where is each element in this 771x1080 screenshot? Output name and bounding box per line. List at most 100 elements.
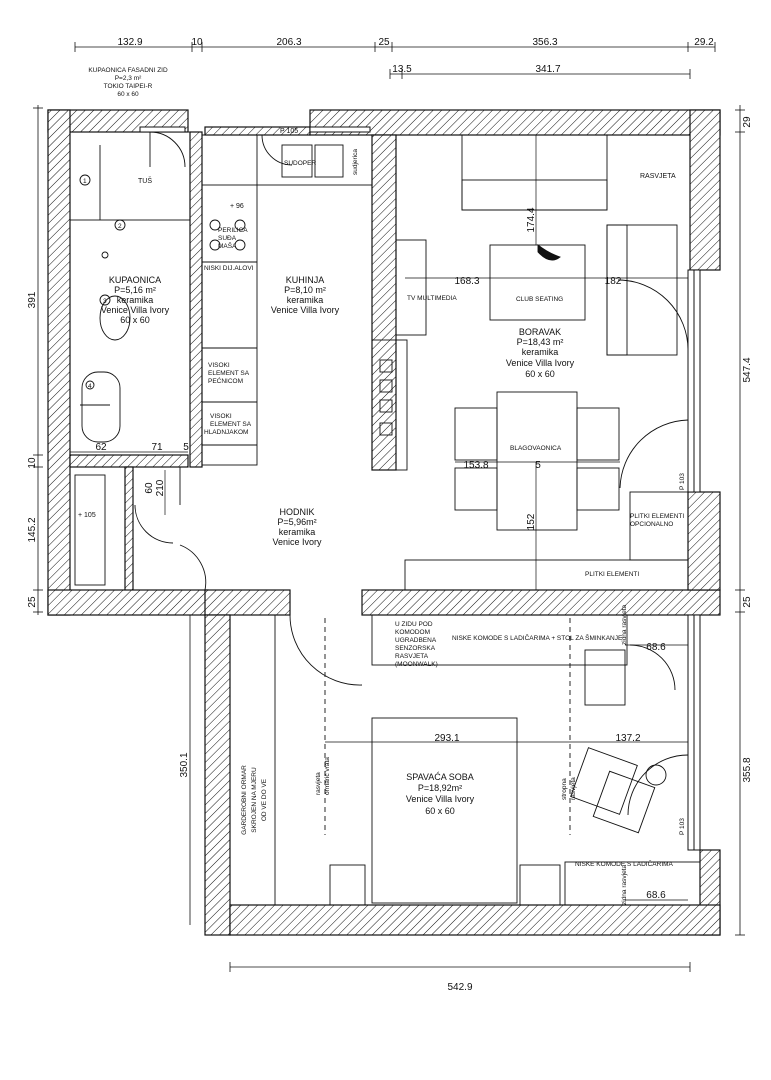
label-niske-komode-bot: NISKE KOMODE S LADIČARIMA [575,859,674,868]
bottom-dim: 542.9 [447,982,472,993]
second-dim-1: 13.5 [392,64,412,75]
second-dim-2: 341.7 [535,64,560,75]
dim-5: 5 [535,460,541,471]
label-sudoper: SUDOPER [284,160,316,167]
label-p103a: P 103 [679,473,686,490]
room-name: KUPAONICA [109,275,161,285]
room-area: P=8,10 m² [284,285,326,295]
right-dim-4: 355.8 [742,757,753,782]
label-tv: TV MULTIMEDIA [407,295,457,302]
room-kupaonica: KUPAONICA P=5,16 m² keramika Venice Vill… [101,275,170,325]
label-plitki: PLITKI ELEMENTI [585,571,639,578]
label-stropna-1: stropna [561,778,568,800]
room-tile: Venice Villa Ivory [101,305,170,315]
right-dim-1: 29 [742,116,753,128]
room-boravak: BORAVAK P=18,43 m² keramika Venice Villa… [506,327,575,379]
dim-168: 168.3 [454,276,479,287]
room-name: HODNIK [279,507,314,517]
dim-182: 182 [605,276,622,287]
label-tus: TUŠ [138,176,152,185]
label-zidna-rasvjeta: zidna rasvjeta [621,605,628,645]
top-dim-5: 356.3 [532,37,557,48]
room-area: P=5,16 m² [114,285,156,295]
label-zidu-1: U ZIDU POD [395,621,433,628]
room-name: BORAVAK [519,327,561,337]
label-perilica-1: PERILICA [218,227,248,234]
right-dim-2: 547.4 [742,357,753,382]
dim-293: 293.1 [434,733,459,744]
header-note-3: TOKIO TAIPEI-R [104,83,153,90]
inner-dim-lines [70,135,688,901]
dim-152: 152 [526,513,537,530]
top-dim-3: 206.3 [276,37,301,48]
room-name: KUHINJA [286,275,325,285]
left-dim-4: 25 [27,596,38,608]
room-name: SPAVAĆA SOBA [406,772,474,782]
dimension-lines [33,42,745,972]
top-dim-2: 10 [191,37,203,48]
room-floor: keramika [117,295,154,305]
room-floor: keramika [522,347,559,357]
label-zidu-2: KOMODOM [395,629,430,636]
room-kuhinja: KUHINJA P=8,10 m² keramika Venice Villa … [271,275,340,315]
label-visoki-hl-1: VISOKI [210,413,232,420]
label-visoki-hl-3: HLADNJAKOM [204,429,248,436]
room-hodnik: HODNIK P=5,96m² keramika Venice Ivory [272,507,322,547]
label-perilica-3: MAŠA [218,241,237,250]
label-visoki-pec-3: PEĆNICOM [208,376,243,385]
dim-153: 153.8 [463,460,488,471]
label-rasvjeta: RASVJETA [640,173,676,180]
marker-1: 1 [83,178,87,185]
room-size: 60 x 60 [425,806,455,816]
label-niske-komode-top: NISKE KOMODE S LADIČARIMA + STOL ZA ŠMIN… [452,633,623,642]
label-blagovaonica: BLAGOVAONICA [510,445,562,452]
dim-71: 71 [151,442,163,453]
label-rasvjeta-vrata-1: rasvjeta [315,772,322,795]
room-floor: keramika [279,527,316,537]
label-zidna-rasvjeta2: zidna rasvjeta [621,865,628,905]
dim-210: 210 [155,479,166,496]
left-dim-3: 145.2 [27,517,38,542]
room-spavaca: SPAVAĆA SOBA P=18,92m² Venice Villa Ivor… [406,772,475,816]
label-stropna-2: rasvjeta [570,777,577,800]
label-club: CLUB SEATING [516,296,563,303]
marker-4: 4 [88,383,92,390]
label-p105: P 105 [280,128,298,135]
label-zidu-5: RASVJETA [395,653,429,660]
label-garderobni-2: SKROJEN NA MJERU [251,767,258,833]
dim-137: 137.2 [615,733,640,744]
label-sudjerica: sudjerica [352,149,359,175]
label-p96: + 96 [230,203,244,210]
label-visoki-hl-2: ELEMENT SA [210,421,252,428]
dim-174: 174.4 [526,207,537,232]
header-note-4: 60 x 60 [117,91,139,98]
dim-62: 62 [95,442,107,453]
room-tile: Venice Ivory [272,537,322,547]
dim-5b: 5 [183,442,189,453]
marker-2: 2 [118,223,122,230]
marker-3: 3 [103,298,107,305]
room-area: P=5,96m² [277,517,316,527]
label-plitki-opc-2: OPCIONALNO [630,521,673,528]
room-area: P=18,43 m² [517,337,564,347]
top-dim-1: 132.9 [117,37,142,48]
room-area: P=18,92m² [418,783,462,793]
left-dim-2: 10 [27,457,38,469]
room-size: 60 x 60 [525,369,555,379]
top-dim-4: 25 [378,37,390,48]
fixtures [69,131,701,906]
label-niski: NISKI DIJ.ALOVI [204,265,254,272]
windows [139,126,701,851]
header-note-1: KUPAONICA FASADNI ZID [88,67,168,74]
label-garderobni-3: OD VE DO VE [261,778,268,821]
left-dim-5: 350.1 [179,752,190,777]
label-garderobni-1: GARDEROBNI ORMAR [241,765,248,835]
label-zidu-3: UGRADBENA [395,637,437,644]
room-size: 60 x 60 [120,315,150,325]
walls [47,109,721,936]
room-tile: Venice Villa Ivory [406,794,475,804]
right-dim-3: 25 [742,596,753,608]
room-tile: Venice Villa Ivory [271,305,340,315]
label-zidu-4: SENZORSKA [395,645,436,652]
